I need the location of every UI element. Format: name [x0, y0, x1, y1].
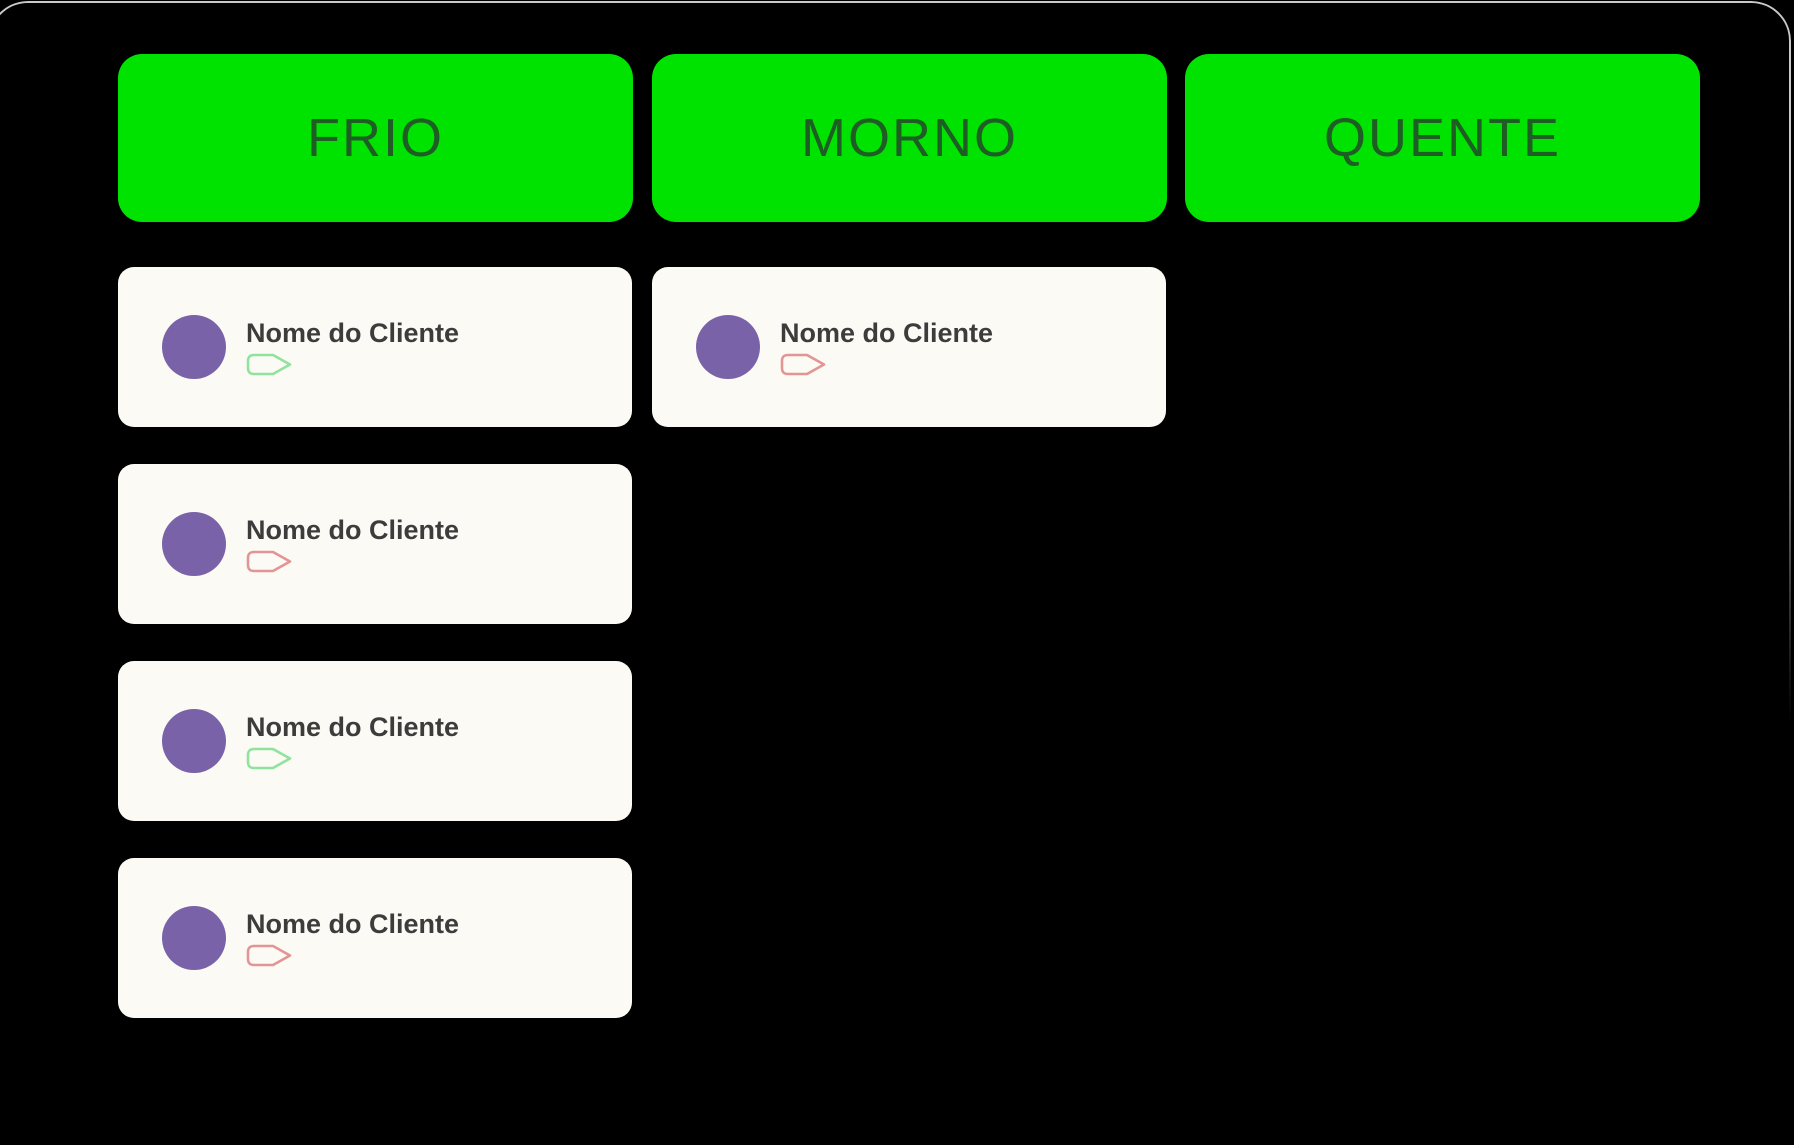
client-name: Nome do Cliente — [246, 318, 460, 348]
card-body: Nome do Cliente — [246, 515, 459, 573]
avatar-circle — [162, 315, 226, 379]
pipeline-column-frio: FRIO Nome do Cliente Nome do Cliente Nom… — [118, 0, 633, 1080]
client-name: Nome do Cliente — [780, 318, 994, 348]
column-cards: Nome do Cliente Nome do Cliente Nome do … — [118, 267, 632, 1018]
tag-outline-icon — [246, 353, 292, 376]
column-header-quente[interactable]: QUENTE — [1185, 54, 1700, 222]
lead-card[interactable]: Nome do Cliente — [118, 464, 632, 624]
avatar-circle — [162, 709, 226, 773]
card-body: Nome do Cliente — [780, 318, 993, 376]
pipeline-column-morno: MORNO Nome do Cliente — [652, 0, 1167, 1080]
lead-card[interactable]: Nome do Cliente — [652, 267, 1166, 427]
column-header-frio[interactable]: FRIO — [118, 54, 633, 222]
avatar-circle — [162, 906, 226, 970]
lead-card[interactable]: Nome do Cliente — [118, 661, 632, 821]
card-body: Nome do Cliente — [246, 318, 459, 376]
card-body: Nome do Cliente — [246, 712, 459, 770]
tag-outline-icon — [246, 550, 292, 573]
client-name: Nome do Cliente — [246, 909, 460, 939]
client-name: Nome do Cliente — [246, 712, 460, 742]
tag-outline-icon — [246, 747, 292, 770]
column-cards: Nome do Cliente — [652, 267, 1166, 427]
avatar-circle — [162, 512, 226, 576]
client-name: Nome do Cliente — [246, 515, 460, 545]
board-columns: FRIO Nome do Cliente Nome do Cliente Nom… — [118, 0, 1700, 1080]
lead-card[interactable]: Nome do Cliente — [118, 267, 632, 427]
pipeline-column-quente: QUENTE — [1185, 0, 1700, 1080]
card-body: Nome do Cliente — [246, 909, 459, 967]
lead-card[interactable]: Nome do Cliente — [118, 858, 632, 1018]
column-header-morno[interactable]: MORNO — [652, 54, 1167, 222]
avatar-circle — [696, 315, 760, 379]
tag-outline-icon — [246, 944, 292, 967]
tag-outline-icon — [780, 353, 826, 376]
